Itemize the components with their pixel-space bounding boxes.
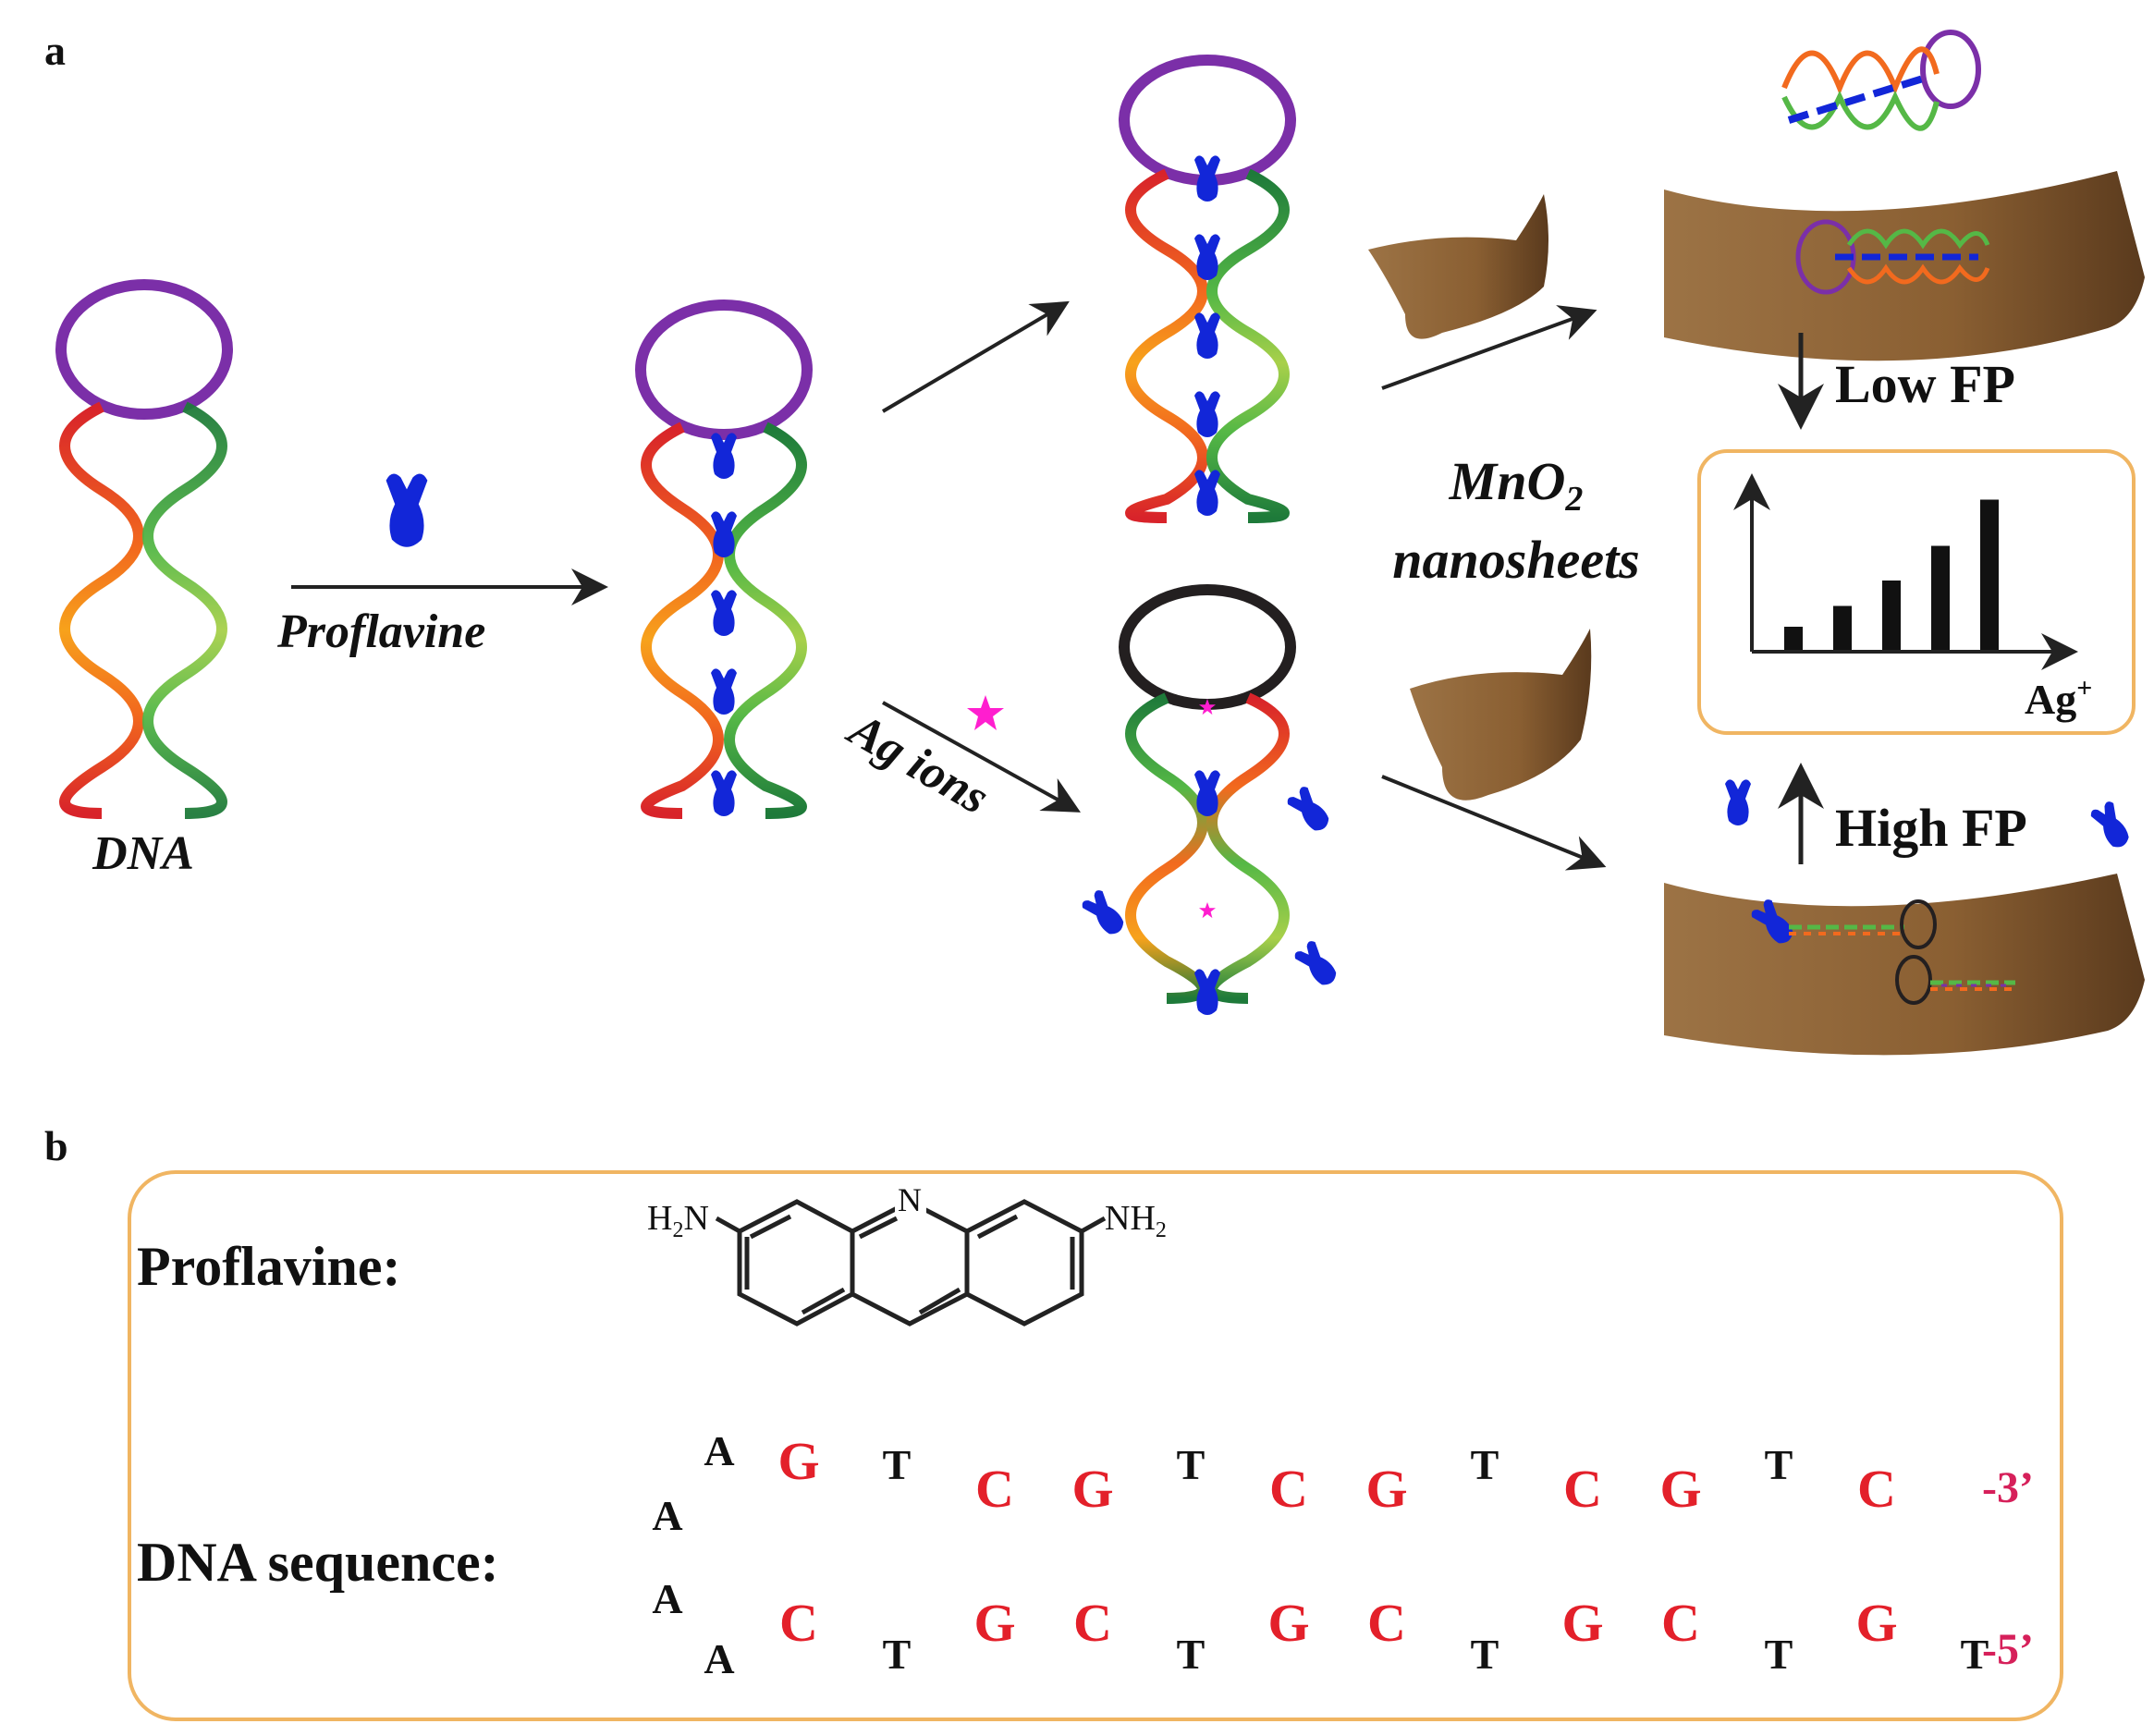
sequence-base: G <box>1267 1593 1309 1653</box>
adsorbed-hairpin-on-sheet <box>1795 219 1990 295</box>
proflavine-structure-label: Proflavine: <box>137 1236 401 1297</box>
sequence-base: G <box>777 1431 819 1491</box>
panel-a-label: a <box>44 27 66 74</box>
sequence-base: G <box>1561 1593 1603 1653</box>
ring-nitrogen-label: N <box>898 1181 922 1218</box>
sequence-base: C <box>779 1593 818 1653</box>
arrow-no-silver <box>881 300 1070 413</box>
hairpin-top-intercalated <box>1119 55 1296 523</box>
sequence-base: T <box>1471 1631 1499 1678</box>
hairpin-with-proflavine <box>635 300 813 819</box>
mno2-flake-top <box>1368 194 1548 339</box>
arrow-to-sheet-bottom <box>1381 775 1607 871</box>
mno2-flake-bottom <box>1410 629 1592 801</box>
loop-base: A <box>652 1575 682 1622</box>
sequence-base: T <box>1177 1631 1206 1678</box>
mno2-sheet-top <box>1664 171 2145 361</box>
panel-b-box <box>128 1170 2063 1721</box>
sequence-base: G <box>1365 1459 1407 1519</box>
sequence-base: T <box>883 1441 912 1488</box>
sequence-base: T <box>883 1631 912 1678</box>
sequence-base: C <box>1367 1593 1406 1653</box>
sequence-base: T <box>1471 1441 1499 1488</box>
proflavine-label: Proflavine <box>276 605 485 658</box>
chart-bar <box>1833 605 1852 650</box>
mno2-sheet-bottom <box>1664 874 2145 1056</box>
chart-bar <box>1931 545 1950 650</box>
proflavine-dye-icon <box>386 473 428 547</box>
fp-chart-box <box>1697 449 2136 735</box>
sequence-base: T <box>1177 1441 1206 1488</box>
dna-sequence-label: DNA sequence: <box>137 1532 499 1593</box>
chart-bar <box>1784 627 1803 650</box>
low-fp-label: Low FP <box>1835 354 2015 414</box>
ring-n-gap <box>895 1181 926 1215</box>
sequence-base: C <box>1269 1459 1308 1519</box>
h2n-label: H2N <box>647 1199 709 1242</box>
sequence-base: G <box>1855 1593 1897 1653</box>
sequence-base: C <box>1857 1459 1896 1519</box>
nanosheets-label: nanosheets <box>1392 530 1640 590</box>
proflavine-structure <box>715 1199 1107 1326</box>
dna-label: DNA <box>92 827 194 880</box>
sequence-base: G <box>1071 1459 1113 1519</box>
adsorbed-silver-hairpins <box>1749 897 2015 1005</box>
sequence-base: T <box>1765 1631 1793 1678</box>
chart-bar <box>1882 581 1901 650</box>
sequence-base: C <box>975 1459 1014 1519</box>
chart-x-label: Ag+ <box>2025 673 2092 723</box>
free-dye-left-icon <box>1725 779 1751 825</box>
sequence-base: C <box>1563 1459 1602 1519</box>
arrow-to-sheet-top <box>1381 305 1597 390</box>
loop-base: A <box>652 1492 682 1539</box>
loop-base: A <box>704 1427 734 1474</box>
three-prime-end-label: -3’ <box>1982 1463 2034 1512</box>
mno2-label: MnO2 <box>1449 451 1584 519</box>
sequence-base: G <box>973 1593 1015 1653</box>
chart-bars <box>1784 499 1999 650</box>
hairpin-bottom-silver-bound <box>1080 584 1342 1015</box>
silver-ion-star-icon <box>967 695 1004 730</box>
five-prime-end-label: -5’ <box>1982 1625 2034 1674</box>
panel-b-label: b <box>44 1122 68 1169</box>
sequence-base: C <box>1661 1593 1700 1653</box>
hairpin-dna <box>55 279 233 819</box>
loop-base: A <box>704 1635 734 1682</box>
floating-hairpin-top <box>1781 30 1981 131</box>
sequence-base: G <box>1659 1459 1701 1519</box>
chart-bar <box>1980 499 1999 650</box>
high-fp-label: High FP <box>1835 798 2027 858</box>
sequence-base: T <box>1765 1441 1793 1488</box>
nh2-label: NH2 <box>1105 1199 1167 1242</box>
arrow-silver <box>882 701 1081 813</box>
free-dye-right-icon <box>2088 799 2135 852</box>
sequence-base: T <box>1961 1631 1989 1678</box>
sequence-base: C <box>1073 1593 1112 1653</box>
